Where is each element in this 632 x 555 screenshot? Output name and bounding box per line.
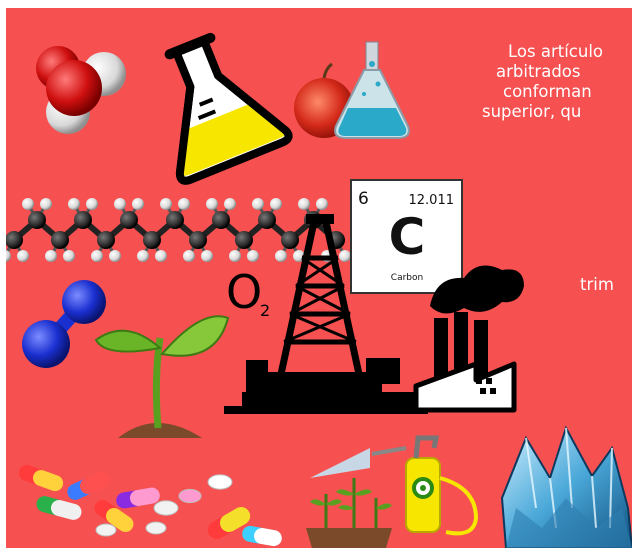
- intro-text-line-4: superior, qu: [482, 102, 582, 121]
- hydrogen-atom: [63, 250, 75, 262]
- hydrogen-atom: [247, 250, 259, 262]
- hydrogen-atom: [45, 250, 57, 262]
- tablet: [178, 488, 202, 504]
- hydrogen-atom: [86, 198, 98, 210]
- intro-text-line-5: trim: [580, 275, 614, 294]
- hydrogen-atom: [17, 250, 29, 262]
- element-name: Carbon: [391, 273, 423, 283]
- carbon-atom: [51, 231, 69, 249]
- hydrogen-atom: [109, 250, 121, 262]
- hydrogen-atom: [201, 250, 213, 262]
- capsule: [67, 472, 109, 500]
- pills-icon: [18, 464, 282, 547]
- tablet: [153, 500, 179, 516]
- hydrogen-atom: [6, 250, 11, 262]
- oxygen-symbol: O: [226, 265, 262, 319]
- atomic-number: 6: [358, 189, 369, 209]
- hydrogen-atom: [132, 198, 144, 210]
- factory-icon: [413, 265, 524, 413]
- carbon-atom: [281, 231, 299, 249]
- hydrogen-atom: [22, 198, 34, 210]
- capsule: [36, 496, 82, 520]
- hydrogen-atom: [224, 198, 236, 210]
- hydrogen-atom: [183, 250, 195, 262]
- capsule: [242, 525, 282, 547]
- polymer-chain-icon: [6, 198, 351, 262]
- illustration-panel: O 2 6 12.011 C Carbon: [6, 8, 632, 548]
- hydrogen-atom: [229, 250, 241, 262]
- capsule: [116, 487, 160, 509]
- tablet: [207, 474, 233, 490]
- hydrogen-atom: [40, 198, 52, 210]
- carbon-element-tile: 6 12.011 C Carbon: [350, 179, 463, 294]
- carbon-atom: [258, 211, 276, 229]
- carbon-atom: [120, 211, 138, 229]
- oxygen-formula: O 2: [226, 265, 270, 320]
- capsule: [207, 507, 251, 539]
- plant-sprayer-icon: [306, 435, 479, 548]
- hydrogen-atom: [68, 198, 80, 210]
- intro-text-line-2: arbitrados: [496, 62, 581, 81]
- chemistry-collage: O 2 6 12.011 C Carbon: [6, 32, 632, 548]
- atomic-mass: 12.011: [409, 193, 455, 208]
- carbon-atom: [235, 231, 253, 249]
- nitrogen-molecule-icon: [22, 280, 106, 368]
- hydrogen-atom: [339, 250, 351, 262]
- capsule: [94, 499, 134, 533]
- flask-icon: [164, 32, 293, 185]
- capsule: [18, 464, 64, 492]
- crystals-icon: [500, 425, 632, 548]
- hydrogen-atom: [270, 198, 282, 210]
- hydrogen-atom: [178, 198, 190, 210]
- hydrogen-atom: [91, 250, 103, 262]
- carbon-atom: [74, 211, 92, 229]
- intro-text-line-1: Los artículo: [508, 42, 603, 61]
- hydrogen-atom: [275, 250, 287, 262]
- carbon-atom: [6, 231, 23, 249]
- element-symbol: C: [389, 208, 426, 266]
- hydrogen-atom: [137, 250, 149, 262]
- carbon-atom: [212, 211, 230, 229]
- chemistry-flask-icon: [334, 41, 410, 139]
- carbon-atom: [28, 211, 46, 229]
- sprout-icon: [94, 315, 230, 438]
- hydrogen-atom: [114, 198, 126, 210]
- oil-derrick-icon: [224, 214, 428, 414]
- intro-text-line-3: conforman: [503, 82, 592, 101]
- hydrogen-atom: [316, 198, 328, 210]
- tablet: [95, 523, 117, 537]
- carbon-atom: [189, 231, 207, 249]
- hydrogen-atom: [160, 198, 172, 210]
- carbon-atom: [166, 211, 184, 229]
- hydrogen-atom: [206, 198, 218, 210]
- hydrogen-atom: [155, 250, 167, 262]
- hydrogen-atom: [298, 198, 310, 210]
- water-molecule-icon: [36, 46, 126, 134]
- carbon-atom: [97, 231, 115, 249]
- tablet: [145, 521, 167, 535]
- oxygen-subscript: 2: [260, 301, 270, 320]
- carbon-atom: [143, 231, 161, 249]
- hydrogen-atom: [252, 198, 264, 210]
